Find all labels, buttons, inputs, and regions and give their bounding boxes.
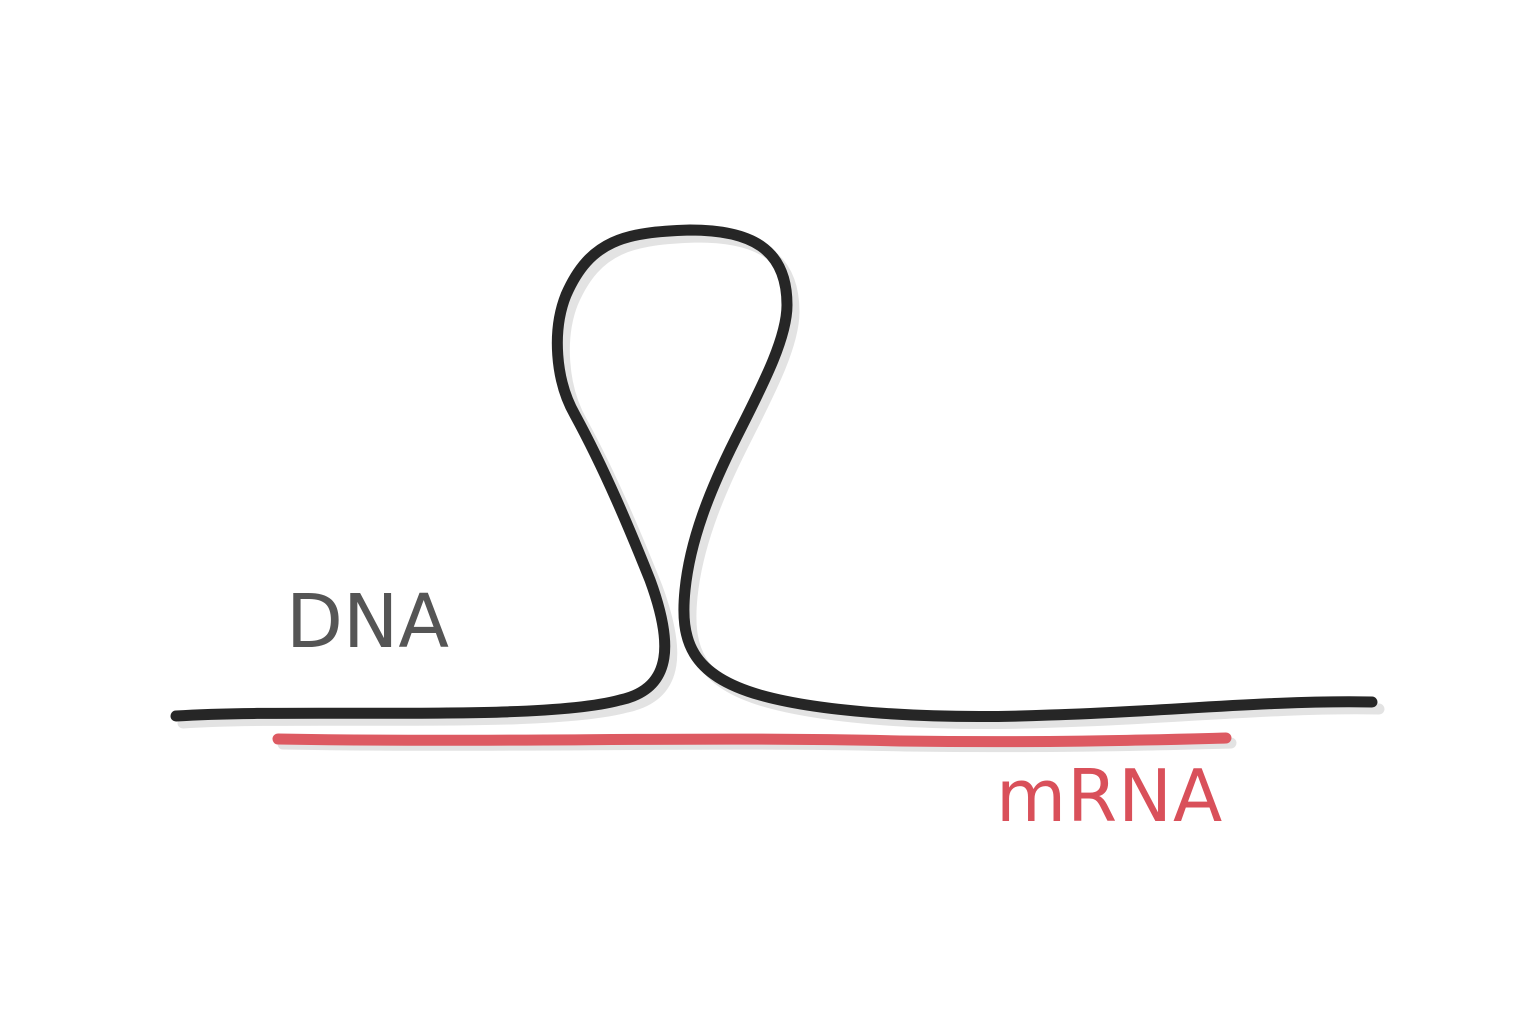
dna-strand [170, 224, 1378, 722]
mrna-label: mRNA [996, 754, 1224, 838]
dna-label: DNA [286, 579, 449, 665]
mrna-strand [272, 732, 1232, 748]
